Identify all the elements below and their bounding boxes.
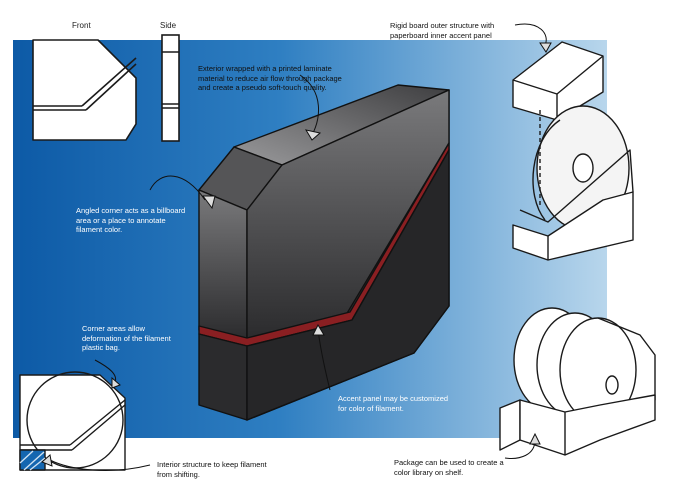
box-front-upper bbox=[198, 189, 248, 343]
interior-structure-sketch bbox=[19, 371, 126, 471]
arrowhead-library bbox=[529, 432, 541, 445]
arrowhead-rigid bbox=[539, 42, 552, 53]
note-corner-areas: Corner areas allow deformation of the fi… bbox=[82, 324, 171, 352]
color-library-sketch bbox=[499, 307, 656, 456]
arrow-to-interior bbox=[49, 459, 151, 471]
interior-structure-hatch bbox=[19, 449, 46, 471]
front-view-sketch bbox=[32, 39, 137, 141]
arrow-to-rigid-board bbox=[514, 23, 547, 46]
arrowhead-corner-area bbox=[111, 376, 121, 389]
note-interior-structure: Interior structure to keep filament from… bbox=[157, 460, 267, 479]
arrowhead-interior bbox=[41, 454, 53, 467]
note-accent-panel: Accent panel may be customized for color… bbox=[338, 394, 449, 413]
arrow-to-corner-area bbox=[94, 359, 117, 383]
note-color-library: Package can be used to create a color li… bbox=[394, 458, 504, 477]
arrowhead-corner bbox=[202, 195, 216, 210]
rigid-board-sketch bbox=[512, 41, 634, 261]
arrow-to-top-face bbox=[299, 74, 320, 136]
arrowhead-top bbox=[304, 129, 322, 141]
side-view-sketch bbox=[161, 34, 180, 142]
box-front-lower bbox=[198, 333, 248, 421]
arrowhead-accent bbox=[312, 323, 325, 336]
note-rigid-board: Rigid board outer structure with paperbo… bbox=[390, 21, 495, 40]
note-angled-corner: Angled corner acts as a billboard area o… bbox=[76, 206, 186, 234]
main-package-render bbox=[198, 84, 450, 421]
side-label: Side bbox=[160, 21, 177, 30]
note-exterior: Exterior wrapped with a printed laminate… bbox=[198, 64, 342, 92]
front-label: Front bbox=[72, 21, 91, 30]
arrow-to-angled-corner bbox=[149, 175, 206, 201]
